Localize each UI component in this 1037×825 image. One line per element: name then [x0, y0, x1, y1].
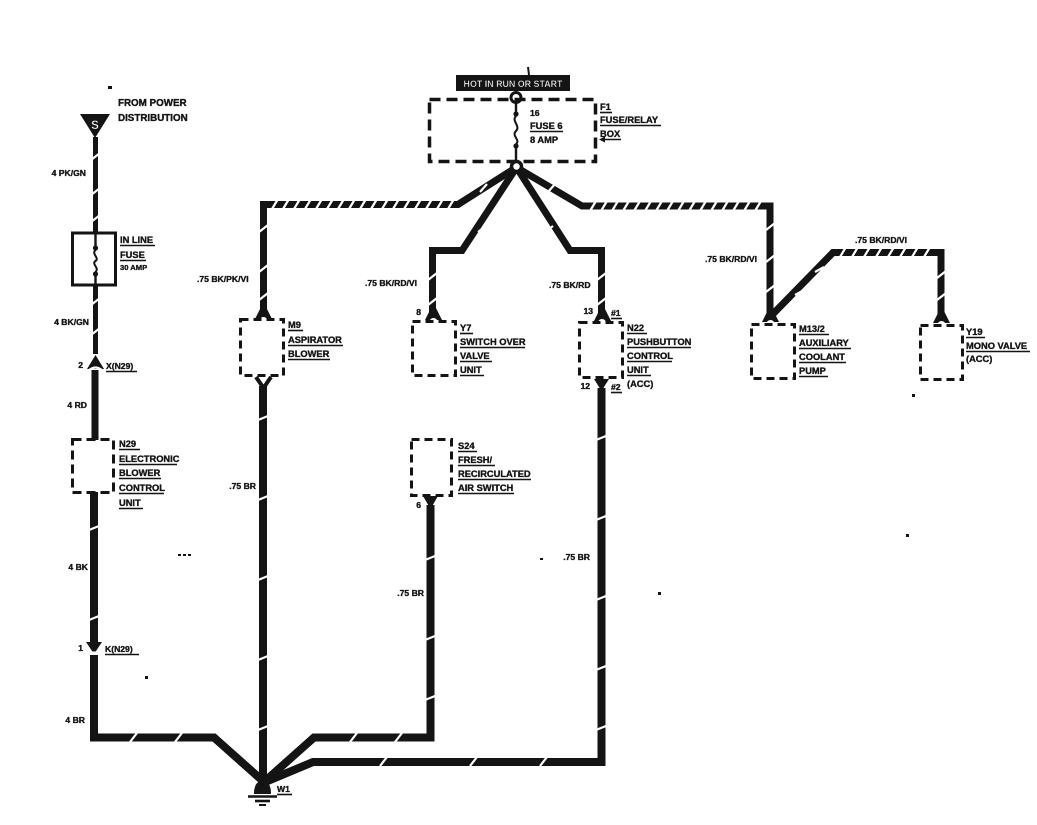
svg-text:W1: W1	[277, 784, 290, 794]
svg-text:.75 BR: .75 BR	[229, 481, 257, 491]
svg-text:SWITCH OVER: SWITCH OVER	[460, 337, 526, 347]
svg-text:F1: F1	[600, 102, 611, 112]
svg-text:MONO VALVE: MONO VALVE	[966, 341, 1027, 351]
svg-text:FUSE 6: FUSE 6	[530, 121, 563, 131]
svg-text:#2: #2	[611, 382, 621, 392]
svg-text:CONTROL: CONTROL	[119, 483, 165, 493]
svg-text:13: 13	[583, 306, 593, 316]
svg-text:ASPIRATOR: ASPIRATOR	[288, 335, 342, 345]
svg-text:.75 BK/RD/VI: .75 BK/RD/VI	[855, 235, 907, 245]
svg-text:FUSE: FUSE	[120, 250, 145, 260]
svg-text:BLOWER: BLOWER	[288, 349, 330, 359]
svg-text:FROM POWER: FROM POWER	[118, 98, 187, 109]
svg-text:PUSHBUTTON: PUSHBUTTON	[627, 337, 692, 347]
svg-text:S: S	[91, 120, 99, 132]
svg-text:#1: #1	[611, 308, 621, 318]
svg-text:.75 BK/PK/VI: .75 BK/PK/VI	[197, 274, 249, 284]
svg-text:PUMP: PUMP	[799, 366, 826, 376]
svg-text:FRESH/: FRESH/	[458, 455, 493, 465]
svg-text:UNIT: UNIT	[460, 365, 482, 375]
svg-text:N29: N29	[119, 439, 136, 449]
svg-text:30 AMP: 30 AMP	[120, 263, 147, 272]
svg-text:6: 6	[416, 500, 421, 510]
svg-text:2: 2	[78, 360, 83, 370]
svg-text:(ACC): (ACC)	[966, 354, 992, 364]
svg-text:1: 1	[78, 643, 83, 653]
svg-text:CONTROL: CONTROL	[627, 351, 673, 361]
svg-text:K(N29): K(N29)	[105, 644, 133, 654]
svg-text:COOLANT: COOLANT	[799, 352, 845, 362]
svg-text:Y19: Y19	[966, 327, 983, 337]
svg-text:RECIRCULATED: RECIRCULATED	[458, 469, 531, 479]
svg-text:8: 8	[416, 307, 421, 317]
svg-text:Y7: Y7	[460, 323, 471, 333]
svg-text:UNIT: UNIT	[119, 498, 141, 508]
svg-text:S24: S24	[458, 441, 475, 451]
svg-text:4 PK/GN: 4 PK/GN	[52, 168, 86, 178]
svg-text:4 BK/GN: 4 BK/GN	[54, 317, 89, 327]
svg-text:AIR SWITCH: AIR SWITCH	[458, 483, 514, 493]
svg-text:4 BK: 4 BK	[68, 562, 88, 572]
svg-text:UNIT: UNIT	[627, 365, 649, 375]
svg-text:AUXILIARY: AUXILIARY	[799, 338, 850, 348]
svg-text:4 BR: 4 BR	[65, 715, 85, 725]
svg-text:X(N29): X(N29)	[106, 361, 133, 371]
svg-text:ELECTRONIC: ELECTRONIC	[119, 454, 180, 464]
svg-text:BLOWER: BLOWER	[119, 468, 161, 478]
svg-text:N22: N22	[627, 323, 644, 333]
svg-text:(ACC): (ACC)	[627, 379, 653, 389]
svg-text:.75 BK/RD: .75 BK/RD	[549, 280, 591, 290]
svg-text:M13/2: M13/2	[799, 324, 825, 334]
svg-text:.75 BR: .75 BR	[397, 588, 425, 598]
svg-text:VALVE: VALVE	[460, 351, 490, 361]
svg-text:HOT IN RUN OR START: HOT IN RUN OR START	[464, 79, 564, 89]
svg-text:FUSE/RELAY: FUSE/RELAY	[600, 115, 659, 125]
svg-text:16: 16	[530, 108, 540, 118]
svg-text:12: 12	[580, 381, 590, 391]
svg-text:.75 BK/RD/VI: .75 BK/RD/VI	[365, 278, 417, 288]
svg-text:M9: M9	[288, 320, 301, 330]
svg-text:DISTRIBUTION: DISTRIBUTION	[118, 113, 188, 124]
svg-text:BOX: BOX	[600, 129, 621, 139]
svg-text:4 RD: 4 RD	[67, 400, 87, 410]
svg-text:8 AMP: 8 AMP	[530, 135, 558, 145]
svg-text:IN LINE: IN LINE	[120, 235, 153, 245]
svg-text:.75 BK/RD/VI: .75 BK/RD/VI	[705, 254, 757, 264]
svg-text:.75 BR: .75 BR	[563, 552, 591, 562]
